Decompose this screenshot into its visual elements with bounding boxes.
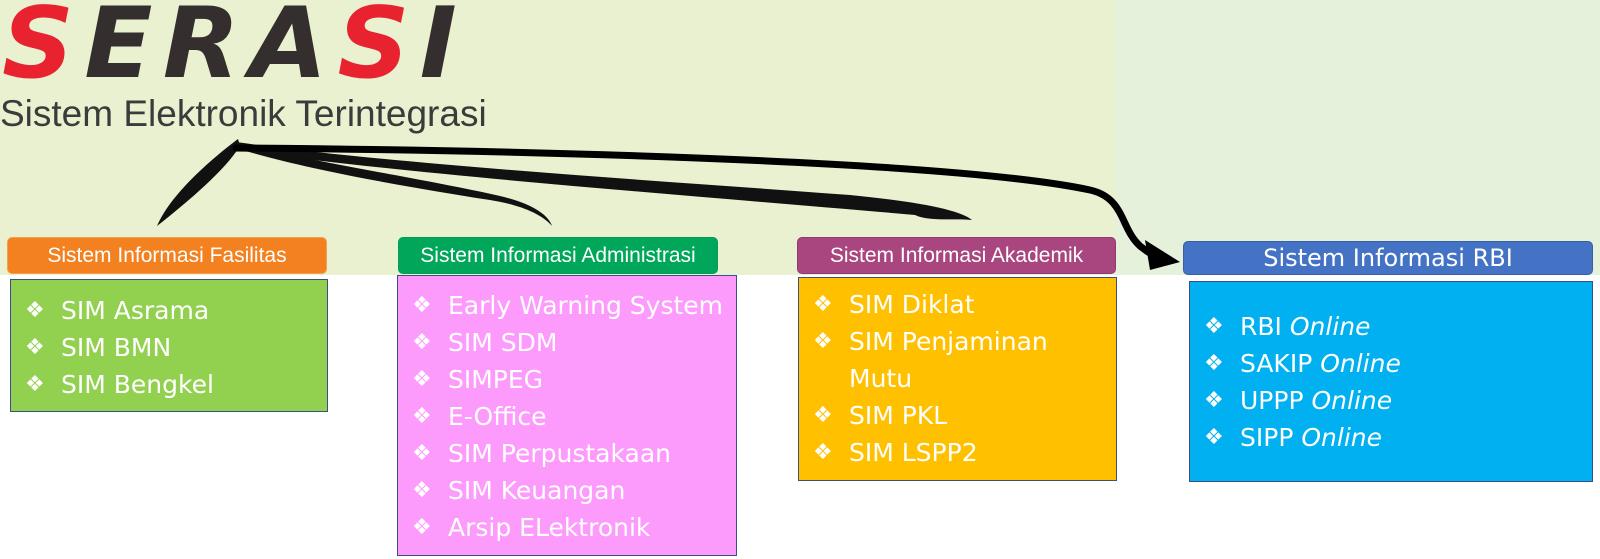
list-item: ❖ SAKIP Online [1204,345,1401,382]
header-sistem-informasi-administrasi: Sistem Informasi Administrasi [398,237,718,274]
item-text-continued: Mutu [849,364,913,393]
item-text: SIM LSPP2 [849,438,978,467]
logo-subtitle: Sistem Elektronik Terintegrasi [0,93,487,134]
bullet-icon: ❖ [412,478,432,503]
list-item: ❖ SIM Bengkel [25,366,214,403]
header-sistem-informasi-akademik: Sistem Informasi Akademik [797,237,1116,274]
list-item: ❖ SIMPEG [412,361,723,398]
bullet-icon: ❖ [813,403,833,428]
item-online-label: Online [1289,312,1371,341]
bullet-icon: ❖ [1204,314,1224,339]
list-item: ❖ Arsip ELektronik [412,509,723,546]
top-right-background [1115,0,1600,275]
bullet-icon: ❖ [412,330,432,355]
bullet-icon: ❖ [1204,388,1224,413]
header-sistem-informasi-fasilitas: Sistem Informasi Fasilitas [7,237,327,274]
item-text: SIM PKL [849,401,948,430]
list-item: ❖ UPPP Online [1204,382,1401,419]
box-administrasi: ❖ Early Warning System ❖ SIM SDM ❖ SIMPEG ❖… [397,275,737,556]
item-name: UPPP [1240,386,1304,415]
logo-letter: A [249,0,338,101]
list-item: ❖ E-Office [412,398,723,435]
list-item: ❖ SIM SDM [412,324,723,361]
list-item: ❖ SIM LSPP2 [813,434,1048,471]
bullet-icon: ❖ [813,292,833,317]
bullet-icon: ❖ [25,372,45,397]
item-text: SIPP Online [1240,419,1382,456]
list-item: ❖ RBI Online [1204,308,1401,345]
list-item: ❖ Early Warning System [412,287,723,324]
bullet-icon: ❖ [25,335,45,360]
item-text: SIM Penjaminan [849,327,1048,356]
item-text: SIM Asrama [61,296,210,325]
item-text: SIM Bengkel [61,370,214,399]
box-fasilitas: ❖ SIM Asrama ❖ SIM BMN ❖ SIM Bengkel [10,279,328,412]
bullet-icon: ❖ [813,329,833,354]
list-item: ❖ SIPP Online [1204,419,1401,456]
item-text: RBI Online [1240,308,1371,345]
item-name: SAKIP [1240,349,1313,378]
item-online-label: Online [1320,349,1401,378]
bullet-icon: ❖ [412,515,432,540]
item-text: SIM SDM [448,328,558,357]
item-text: SIMPEG [448,365,544,394]
item-name: SIPP [1240,423,1294,452]
logo-letter: R [162,0,250,101]
item-online-label: Online [1301,423,1382,452]
list-item: ❖ SIM Diklat [813,286,1048,323]
item-online-label: Online [1311,386,1393,415]
bullet-icon: ❖ [412,404,432,429]
item-text: SIM Perpustakaan [448,439,671,468]
box-rbi: ❖ RBI Online ❖ SAKIP Online ❖ UPPP Online ❖… [1189,281,1593,482]
list-item: ❖ SIM Keuangan [412,472,723,509]
administrasi-list: ❖ Early Warning System ❖ SIM SDM ❖ SIMPEG ❖… [412,287,723,546]
item-name: RBI [1240,312,1282,341]
logo-letter: E [84,0,163,101]
serasi-logo: SERASI [2,0,467,96]
item-text: Early Warning System [448,291,724,320]
list-item: ❖ SIM Perpustakaan [412,435,723,472]
fasilitas-list: ❖ SIM Asrama ❖ SIM BMN ❖ SIM Bengkel [25,292,214,403]
list-item: ❖ SIM BMN [25,329,214,366]
item-text: SIM BMN [61,333,172,362]
item-text: SIM Diklat [849,290,975,319]
list-item: ❖ SIM PKL [813,397,1048,434]
item-text: Arsip ELektronik [448,513,651,542]
bullet-icon: ❖ [412,367,432,392]
bullet-icon: ❖ [412,441,432,466]
bullet-icon: ❖ [1204,351,1224,376]
item-text: SIM Keuangan [448,476,626,505]
bullet-icon: ❖ [813,440,833,465]
bullet-icon: ❖ [25,298,45,323]
item-text: SAKIP Online [1240,345,1401,382]
list-item: ❖ SIM Asrama [25,292,214,329]
bullet-icon: ❖ [412,293,432,318]
logo-letter: S [337,0,420,101]
header-sistem-informasi-rbi: Sistem Informasi RBI [1183,241,1593,275]
logo-letter: S [2,0,85,101]
item-text: UPPP Online [1240,382,1392,419]
bullet-icon: ❖ [1204,425,1224,450]
item-text: E-Office [448,402,547,431]
rbi-list: ❖ RBI Online ❖ SAKIP Online ❖ UPPP Online ❖… [1204,308,1401,456]
logo-letter: I [419,0,468,101]
